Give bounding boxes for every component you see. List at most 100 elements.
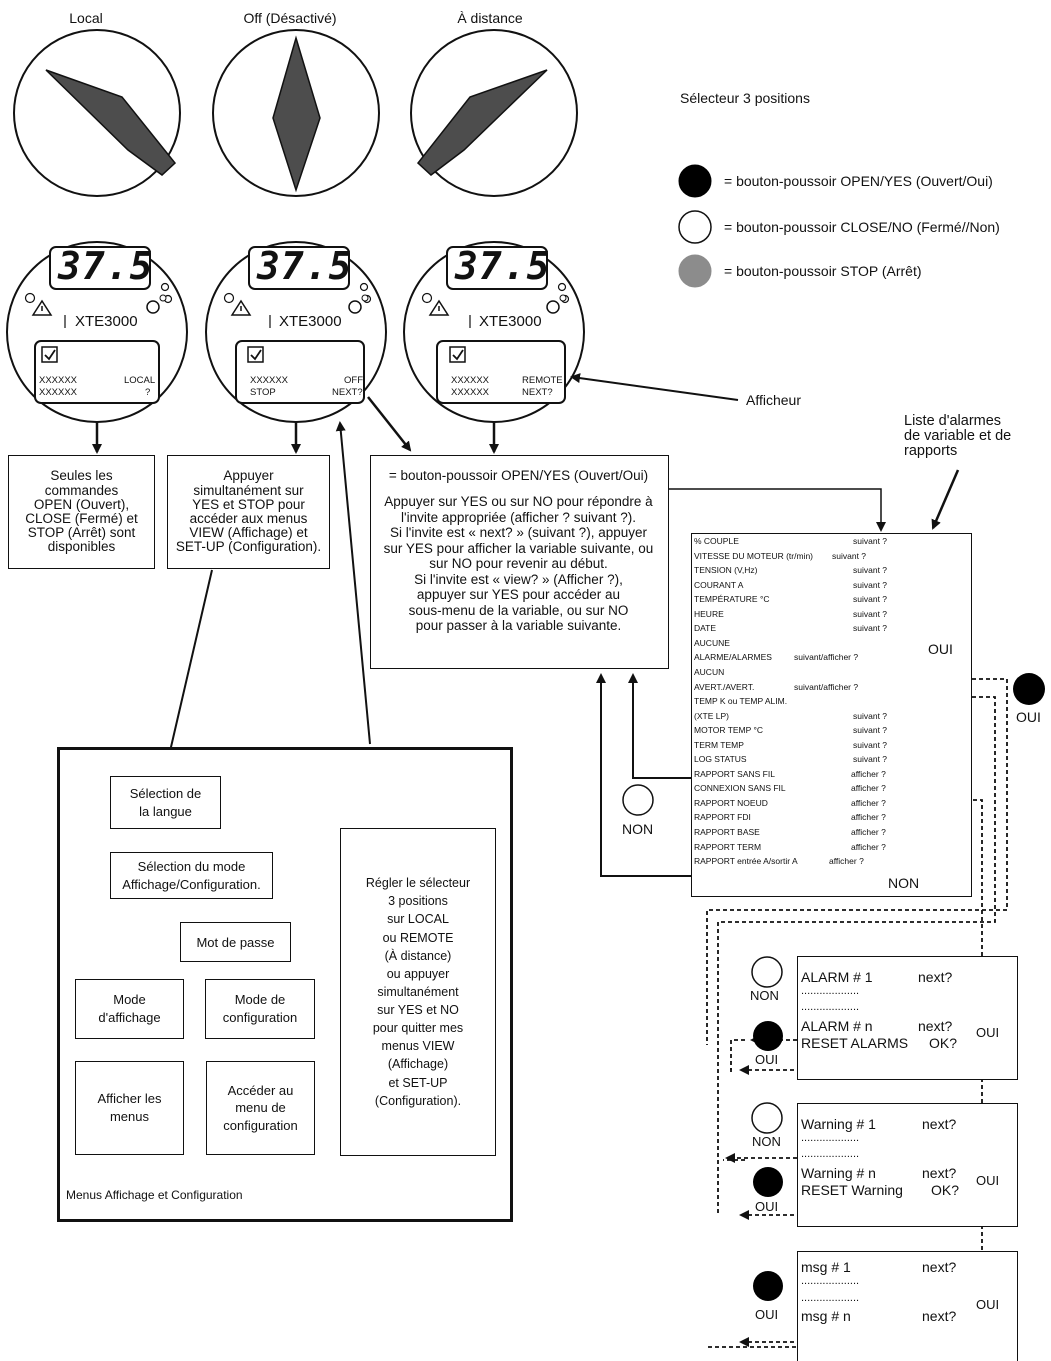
oui-button-msg-left[interactable] xyxy=(753,1271,783,1301)
oui-label-side: OUI xyxy=(1016,709,1041,725)
variable-list-action: suivant ? xyxy=(853,608,888,619)
step-language[interactable]: Sélection de la langue xyxy=(110,776,221,829)
variable-list-action: suivant ? xyxy=(853,594,888,605)
non-button-left[interactable] xyxy=(622,784,654,816)
box-local-info: Seules les commandes OPEN (Ouvert), CLOS… xyxy=(8,455,155,569)
msg-first: msg # 1 xyxy=(801,1259,851,1275)
legend-black-dot xyxy=(678,164,712,198)
alarm-dots-2: ................... xyxy=(801,1001,860,1013)
variable-list-item: AUCUN xyxy=(694,666,725,677)
variable-list-item: AUCUNE xyxy=(694,637,730,648)
lcd-remote-l2-right: NEXT? xyxy=(522,387,553,398)
lcd-off-l1-right: OFF xyxy=(344,375,363,386)
menus-caption: Menus Affichage et Configuration xyxy=(66,1188,243,1202)
variable-list-action: suivant ? xyxy=(853,623,888,634)
msg-last: msg # n xyxy=(801,1308,851,1324)
variable-list-item: TEMP K ou TEMP ALIM. xyxy=(694,696,788,707)
variable-list-item: AVERT./AVERT. xyxy=(694,681,755,692)
variable-list-item: (XTE LP) xyxy=(694,710,729,721)
step-view-mode[interactable]: Mode d'affichage xyxy=(75,979,184,1039)
afficheur-label: Afficheur xyxy=(746,392,801,408)
variable-list-item: LOG STATUS xyxy=(694,754,747,765)
warning-non-label: NON xyxy=(752,1134,781,1149)
variable-list-item: RAPPORT SANS FIL xyxy=(694,768,775,779)
step-setup-mode[interactable]: Mode de configuration xyxy=(205,979,315,1039)
alarm-next-1: next? xyxy=(918,969,953,985)
variable-list-item: ALARME/ALARMES xyxy=(694,652,772,663)
step-mode-select[interactable]: Sélection du mode Affichage/Configuratio… xyxy=(110,852,273,899)
alarm-oui-right-label: OUI xyxy=(976,1025,1000,1040)
warning-submenu xyxy=(797,1103,1018,1227)
lcd-off-l1-left: XXXXXX xyxy=(250,375,289,386)
selector-knob-remote[interactable] xyxy=(410,29,578,197)
lcd-local-l1-right: LOCAL xyxy=(124,375,156,386)
variable-list-action: suivant/afficher ? xyxy=(794,681,859,692)
lcd-remote-l1-right: REMOTE xyxy=(522,375,563,386)
step-setup-menu[interactable]: Accéder au menu de configuration xyxy=(206,1061,315,1155)
warning-ok: OK? xyxy=(931,1182,960,1198)
variable-list-action: afficher ? xyxy=(851,783,886,794)
variable-list-item: RAPPORT entrée A/sortir A xyxy=(694,856,798,867)
lcd-off-l2-left: STOP xyxy=(250,387,276,398)
lcd-off-l2-right: NEXT? xyxy=(332,387,363,398)
warning-next-n: next? xyxy=(922,1165,957,1181)
oui-button-alarm-left[interactable] xyxy=(753,1021,783,1051)
warning-dots-2: ................... xyxy=(801,1148,860,1160)
msg-submenu xyxy=(797,1251,1018,1361)
variable-list-action: afficher ? xyxy=(829,856,864,867)
warning-first: Warning # 1 xyxy=(801,1116,876,1132)
warning-next-1: next? xyxy=(922,1116,957,1132)
variable-list-item: TEMPÉRATURE °C xyxy=(694,594,770,605)
variable-list-action: suivant ? xyxy=(853,565,888,576)
variable-list-item: MOTOR TEMP °C xyxy=(694,725,764,736)
variable-list-item: HEURE xyxy=(694,608,724,619)
warning-last: Warning # n xyxy=(801,1165,876,1181)
msg-next-n: next? xyxy=(922,1308,957,1324)
oui-button-warning-left[interactable] xyxy=(753,1167,783,1197)
non-button-alarm[interactable] xyxy=(751,956,783,988)
oui-button-side[interactable] xyxy=(1013,673,1045,705)
alarm-non-label: NON xyxy=(750,988,779,1003)
variable-list-action: suivant ? xyxy=(853,754,888,765)
variable-list-action: suivant ? xyxy=(853,739,888,750)
non-button-warning[interactable] xyxy=(751,1102,783,1134)
step-password[interactable]: Mot de passe xyxy=(180,922,291,962)
step-view-menus[interactable]: Afficher les menus xyxy=(75,1061,184,1155)
variable-list-item: COURANT A xyxy=(694,579,744,590)
variable-list-action: afficher ? xyxy=(851,768,886,779)
box-remote-info: = bouton-poussoir OPEN/YES (Ouvert/Oui) … xyxy=(370,455,669,669)
variable-list-item: TENSION (V,Hz) xyxy=(694,565,758,576)
box-remote-body: Appuyer sur YES ou sur NO pour répondre … xyxy=(383,494,654,634)
box-off-info: Appuyer simultanément sur YES et STOP po… xyxy=(167,455,330,569)
selector-knob-local[interactable] xyxy=(13,29,181,197)
selector-knob-off[interactable] xyxy=(212,29,380,197)
variable-list-item: VITESSE DU MOTEUR (tr/min) xyxy=(694,550,814,561)
alarm-last: ALARM # n xyxy=(801,1018,873,1034)
variable-list-action: afficher ? xyxy=(851,812,886,823)
variable-list-action: afficher ? xyxy=(851,827,886,837)
legend-item-gray: = bouton-poussoir STOP (Arrêt) xyxy=(724,263,922,279)
variable-list-item: TERM TEMP xyxy=(694,739,744,750)
selector-label-remote: À distance xyxy=(457,10,523,26)
box-remote-title: = bouton-poussoir OPEN/YES (Ouvert/Oui) xyxy=(388,468,649,483)
variable-list-action: suivant ? xyxy=(853,536,888,546)
msg-oui-right-label: OUI xyxy=(976,1297,1000,1312)
display-unit-remote xyxy=(403,241,585,423)
selector-label-off: Off (Désactivé) xyxy=(243,10,337,26)
warning-dots-1: ................... xyxy=(801,1132,860,1144)
list-title: Liste d'alarmes de variable et de rappor… xyxy=(904,413,1012,460)
alarm-submenu xyxy=(797,956,1018,1080)
non-label-list: NON xyxy=(888,875,920,891)
variable-list-action: afficher ? xyxy=(851,797,886,808)
lcd-local-l2-left: XXXXXX xyxy=(39,387,78,398)
variable-list-item: RAPPORT NOEUD xyxy=(694,797,768,808)
variable-list-item: RAPPORT FDI xyxy=(694,812,751,823)
alarm-ok: OK? xyxy=(929,1035,958,1051)
model-label-local: XTE3000 xyxy=(75,313,138,330)
variable-list-item: CONNEXION SANS FIL xyxy=(694,783,786,794)
exit-instructions: Régler le sélecteur 3 positions sur LOCA… xyxy=(340,828,496,1156)
oui-label-list: OUI xyxy=(928,641,953,657)
variable-list-action: suivant ? xyxy=(832,550,867,561)
variable-list-item: RAPPORT BASE xyxy=(694,827,760,837)
msg-next-1: next? xyxy=(922,1259,957,1275)
